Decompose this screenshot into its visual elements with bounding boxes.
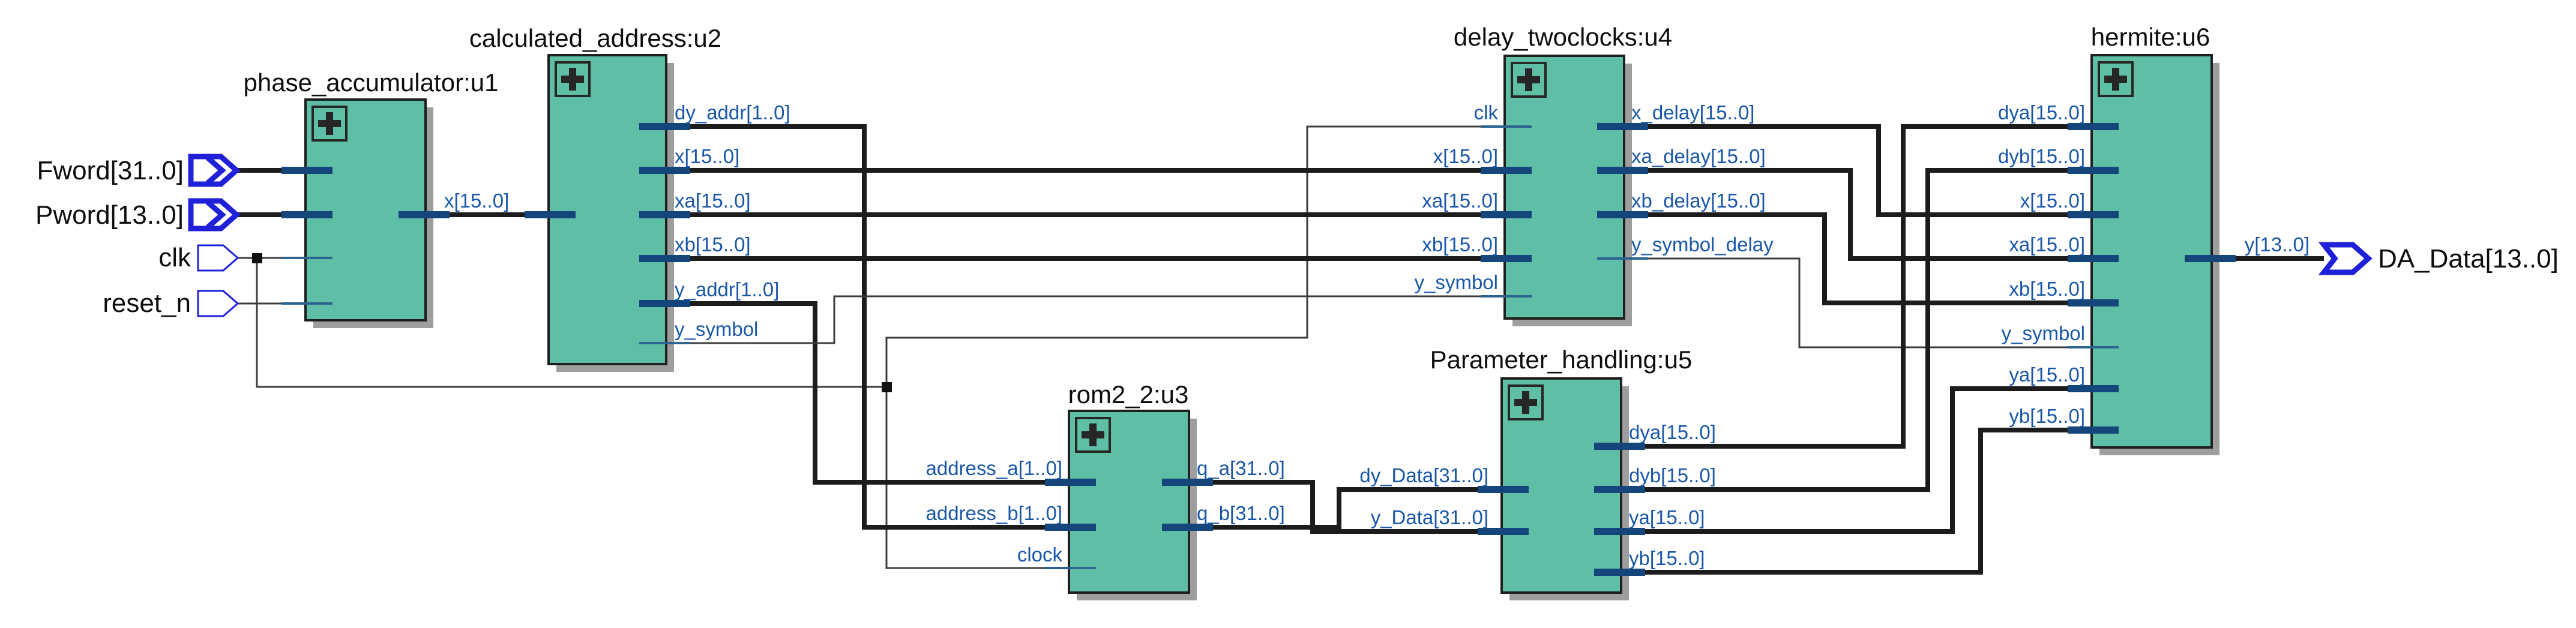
- pin-label-u5-dyb: dyb[15..0]: [1629, 464, 1716, 486]
- module-u4-title: delay_twoclocks:u4: [1454, 23, 1672, 51]
- pin-label-u4-x: x[15..0]: [1433, 145, 1498, 167]
- pin-label-u4-xa: xa[15..0]: [1422, 190, 1498, 212]
- pin-label-u5-ya: ya[15..0]: [1629, 506, 1705, 528]
- pin-label-u3-address-b: address_b[1..0]: [926, 502, 1063, 524]
- wires: [235, 124, 2324, 575]
- wire-dya[interactable]: [1621, 124, 2092, 449]
- pin-label-u5-dya: dya[15..0]: [1629, 421, 1716, 443]
- pin-label-u6-xa: xa[15..0]: [2009, 233, 2085, 256]
- output-port-da-data-label: DA_Data[13..0]: [2378, 244, 2559, 274]
- module-u6: hermite:u6 dya[15..0] dyb[15..0] x[15..0…: [1998, 23, 2310, 455]
- wire-y-symbol-delay[interactable]: [1624, 257, 2092, 348]
- pin-label-u4-y-symbol: y_symbol: [1415, 271, 1498, 293]
- pin-label-u2-dy-addr: dy_addr[1..0]: [675, 101, 790, 124]
- pin-label-u4-xa-delay: xa_delay[15..0]: [1631, 145, 1766, 167]
- pin-label-u3-address-a: address_a[1..0]: [926, 457, 1063, 479]
- pin-label-u6-dyb: dyb[15..0]: [1998, 145, 2085, 167]
- pin-label-u2-xb: xb[15..0]: [675, 233, 751, 256]
- wire-clk-to-rom-clock[interactable]: [885, 387, 1069, 569]
- input-port-fword[interactable]: [188, 154, 241, 187]
- module-u2: calculated_address:u2 dy_addr[1..0] x[15…: [469, 24, 790, 372]
- pin-label-u5-yb: yb[15..0]: [1629, 547, 1705, 569]
- pin-label-u2-x: x[15..0]: [675, 145, 739, 167]
- pin-label-u6-xb: xb[15..0]: [2009, 278, 2085, 300]
- input-port-reset-n[interactable]: [197, 290, 239, 317]
- pin-label-u4-x-delay: x_delay[15..0]: [1631, 101, 1754, 124]
- wire-clk-trunk[interactable]: [256, 258, 886, 388]
- pin-label-u2-xa: xa[15..0]: [675, 190, 751, 212]
- net-label-x-u1-u2: x[15..0]: [444, 190, 509, 212]
- wire-xa-delay-to-xa[interactable]: [1624, 168, 2092, 261]
- wire-x-delay-to-x[interactable]: [1624, 124, 2092, 217]
- module-u6-title: hermite:u6: [2091, 23, 2210, 51]
- wire-yb[interactable]: [1621, 428, 2092, 575]
- wire-q-a-to-y-data[interactable]: [1189, 480, 1502, 534]
- input-port-pword-label: Pword[13..0]: [35, 200, 184, 230]
- wire-q-b-to-dy-data[interactable]: [1189, 487, 1502, 530]
- input-port-fword-label: Fword[31..0]: [37, 156, 184, 185]
- pin-label-u6-dya: dya[15..0]: [1998, 101, 2085, 124]
- pin-label-u2-y-symbol: y_symbol: [675, 318, 758, 340]
- module-u6-block[interactable]: [2090, 54, 2213, 449]
- input-port-reset-n-label: reset_n: [103, 289, 191, 318]
- pin-label-u4-y-symbol-delay: y_symbol_delay: [1631, 233, 1774, 256]
- wire-xb-delay-to-xb[interactable]: [1624, 212, 2092, 305]
- module-u3-title: rom2_2:u3: [1068, 380, 1189, 408]
- output-port-da-data[interactable]: [2318, 242, 2373, 275]
- pin-label-u6-y-symbol: y_symbol: [2002, 322, 2085, 344]
- pin-label-u3-q-a: q_a[31..0]: [1197, 457, 1285, 479]
- module-u2-expand-plus-icon[interactable]: [555, 61, 591, 97]
- module-u1: phase_accumulator:u1: [244, 68, 499, 328]
- pin-label-u4-xb: xb[15..0]: [1422, 233, 1498, 256]
- pin-label-u6-ya: ya[15..0]: [2009, 363, 2085, 386]
- module-u3: rom2_2:u3 address_a[1..0] address_b[1..0…: [926, 380, 1285, 600]
- pin-label-u6-y-out: y[13..0]: [2245, 233, 2310, 256]
- pin-label-u3-q-b: q_b[31..0]: [1197, 502, 1285, 524]
- module-u1-title: phase_accumulator:u1: [244, 68, 499, 97]
- pin-label-u6-x: x[15..0]: [2020, 190, 2085, 212]
- module-u6-expand-plus-icon[interactable]: [2098, 61, 2134, 97]
- wire-clk-to-u4[interactable]: [885, 125, 1505, 387]
- input-port-pword[interactable]: [188, 198, 241, 232]
- pin-label-u3-clock: clock: [1017, 543, 1063, 566]
- module-u1-expand-plus-icon[interactable]: [311, 106, 348, 142]
- module-u5-title: Parameter_handling:u5: [1430, 345, 1693, 374]
- module-u5-expand-plus-icon[interactable]: [1508, 384, 1544, 420]
- junction-clk-trunk: [882, 382, 892, 392]
- pin-label-u5-dy-data: dy_Data[31..0]: [1359, 464, 1488, 486]
- pin-label-u6-yb: yb[15..0]: [2009, 405, 2085, 427]
- wire-dyb[interactable]: [1621, 168, 2092, 492]
- pin-label-u2-y-addr: y_addr[1..0]: [675, 278, 779, 301]
- module-u4-block[interactable]: [1503, 55, 1625, 320]
- pin-label-u4-xb-delay: xb_delay[15..0]: [1631, 190, 1766, 212]
- pin-label-u5-y-data: y_Data[31..0]: [1371, 506, 1488, 528]
- wire-y-symbol-u2-u4[interactable]: [666, 295, 1505, 344]
- module-u2-block[interactable]: [547, 54, 667, 365]
- module-u3-expand-plus-icon[interactable]: [1075, 417, 1111, 453]
- module-u4: delay_twoclocks:u4 clk x[15..0] xa[15..0…: [1415, 23, 1774, 326]
- wire-ya[interactable]: [1621, 386, 2092, 534]
- junction-clk-port: [252, 253, 262, 263]
- io-ports: Fword[31..0] Pword[13..0] clk reset_n DA…: [35, 154, 2559, 318]
- wire-y-addr-to-address-a[interactable]: [666, 301, 1069, 485]
- wire-dy-addr-to-address-b[interactable]: [666, 124, 1069, 530]
- input-port-clk[interactable]: [197, 244, 239, 272]
- module-u2-title: calculated_address:u2: [469, 24, 721, 52]
- input-port-clk-label: clk: [158, 243, 191, 272]
- module-u5: Parameter_handling:u5 dy_Data[31..0] y_D…: [1359, 345, 1716, 600]
- module-u4-expand-plus-icon[interactable]: [1511, 62, 1547, 98]
- pin-label-u4-clk: clk: [1474, 101, 1499, 124]
